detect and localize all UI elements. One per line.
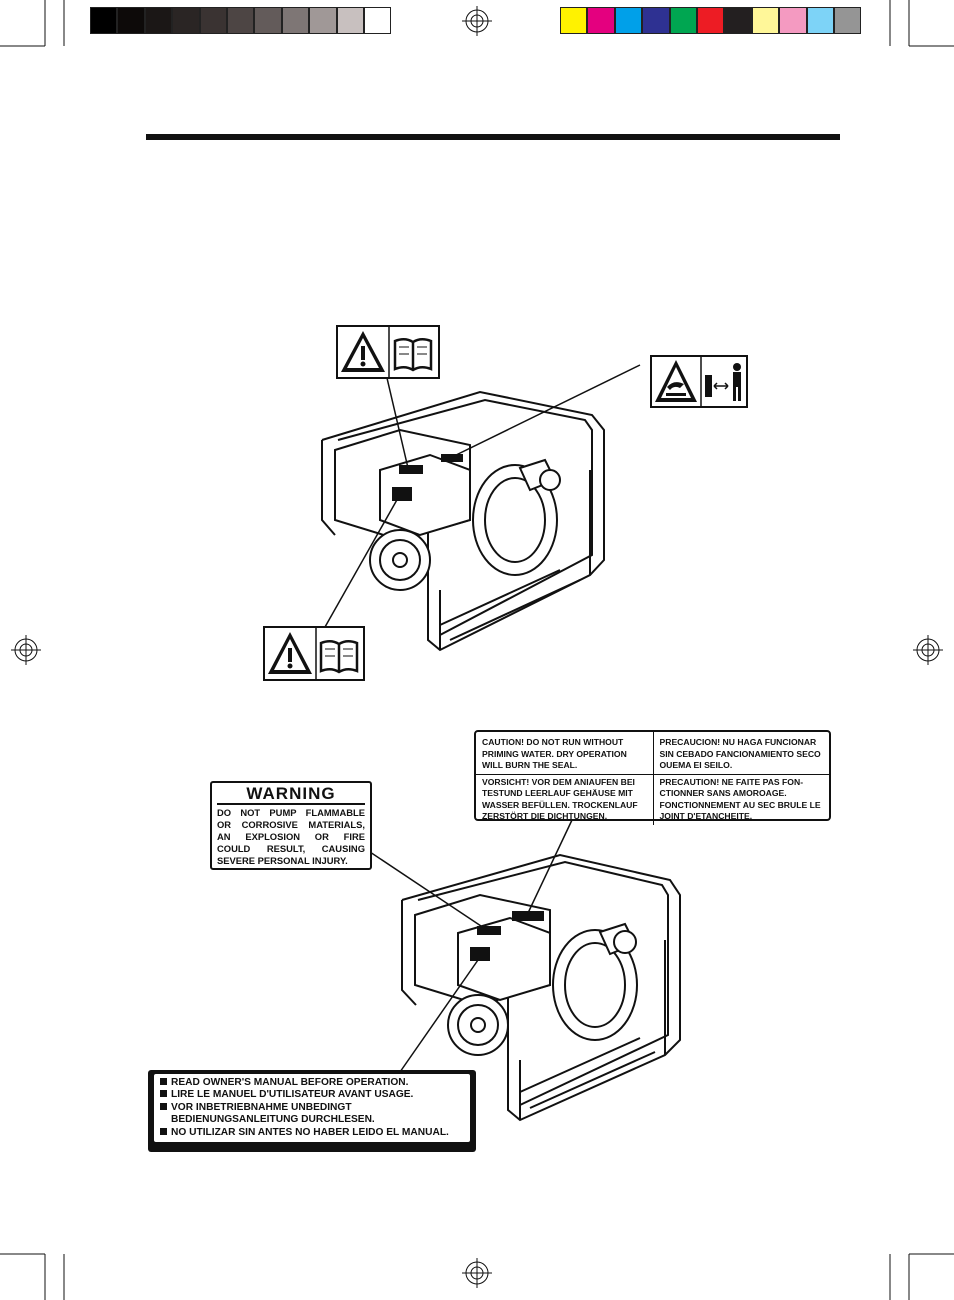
caution-line: WILL BURN THE SEAL. — [482, 760, 578, 770]
water-pump-illustration-upper — [321, 390, 605, 652]
warning-line: AN EXPLOSION OR FIRE — [217, 831, 365, 842]
caution-cell-english: CAUTION! DO NOT RUN WITHOUT PRIMING WATE… — [476, 732, 653, 774]
read-manual-text: READ OWNER'S MANUAL BEFORE OPERATION. LI… — [154, 1074, 470, 1142]
bullet-icon — [160, 1127, 167, 1135]
color-swatch — [614, 7, 643, 34]
color-swatch — [779, 7, 807, 34]
caution-line: OUEMA EI SEILO. — [659, 760, 733, 770]
warning-line: DO NOT PUMP FLAMMABLE — [217, 807, 365, 818]
warning-line: SEVERE PERSONAL INJURY. — [217, 855, 348, 866]
registration-target-bottom — [462, 1258, 492, 1288]
bullet-icon — [160, 1102, 167, 1110]
color-swatch — [560, 7, 588, 34]
manual-text: LIRE LE MANUEL D'UTILISATEUR AVANT USAGE… — [171, 1089, 414, 1101]
caution-cell-spanish: PRECAUCION! NU HAGA FUNCIONAR SIN CEBADO… — [652, 732, 830, 774]
color-swatch — [751, 7, 780, 34]
color-swatch — [806, 7, 834, 34]
caution-line: PRECAUTION! NE FAITE PAS FON- — [659, 776, 804, 787]
caution-line: ZERSTÖRT DIE DICHTUNGEN. — [482, 811, 608, 821]
registration-target-left — [11, 635, 41, 665]
registration-target-right — [913, 635, 943, 665]
manual-line-spanish: NO UTILIZAR SIN ANTES NO HABER LEIDO EL … — [160, 1127, 464, 1139]
manual-line-german-cont: BEDIENUNGSANLEITUNG DURCHLESEN. — [160, 1114, 464, 1126]
gray-swatch — [199, 7, 227, 34]
manual-line-english: READ OWNER'S MANUAL BEFORE OPERATION. — [160, 1077, 464, 1089]
bullet-icon — [160, 1078, 167, 1085]
gray-swatch — [117, 7, 145, 34]
caution-line: TESTUND LEERLAUF GEHÄUSE MIT — [482, 788, 633, 798]
warning-label-flammable: WARNING DO NOT PUMP FLAMMABLE OR CORROSI… — [210, 781, 372, 870]
header-rule — [146, 134, 840, 140]
caution-label-priming: CAUTION! DO NOT RUN WITHOUT PRIMING WATE… — [474, 730, 831, 825]
caution-line: CTIONNER SANS AMOROAGE. — [659, 788, 787, 798]
caution-line: SIN CEBADO FANCIONAMIENTO SECO — [659, 748, 821, 759]
safety-pictogram-label-bottom — [263, 626, 365, 681]
hot-surface-icon — [655, 360, 697, 402]
safety-pictogram-label-right — [650, 355, 748, 408]
gray-swatch — [227, 7, 255, 34]
manual-line-french: LIRE LE MANUEL D'UTILISATEUR AVANT USAGE… — [160, 1089, 464, 1101]
bullet-icon — [160, 1090, 167, 1098]
read-manual-label: READ OWNER'S MANUAL BEFORE OPERATION. LI… — [148, 1070, 476, 1152]
caution-line: PRECAUCION! NU HAGA FUNCIONAR — [659, 737, 817, 747]
caution-line: JOINT D'ETANCHEITE. — [659, 811, 753, 821]
gray-swatch — [309, 7, 337, 34]
pump-diagram-text-labels — [354, 819, 681, 1122]
gray-swatch — [90, 7, 118, 34]
manual-text: VOR INBETRIEBNAHME UNBEDINGT — [171, 1101, 352, 1113]
manual-text: NO UTILIZAR SIN ANTES NO HABER LEIDO EL … — [171, 1126, 449, 1138]
color-swatch — [587, 7, 615, 34]
manual-text: BEDIENUNGSANLEITUNG DURCHLESEN. — [171, 1114, 375, 1126]
gray-swatch — [254, 7, 282, 34]
warning-triangle-icon — [268, 632, 312, 674]
color-swatch — [834, 7, 862, 34]
open-book-icon — [393, 338, 433, 372]
pump-diagram-pictograms — [321, 364, 641, 652]
warning-line: OR CORROSIVE MATERIALS, — [217, 819, 365, 830]
caution-line: FONCTIONNEMENT AU SEC BRULE LE — [659, 799, 821, 810]
manual-line-german: VOR INBETRIEBNAHME UNBEDINGT — [160, 1102, 464, 1114]
caution-cell-french: PRECAUTION! NE FAITE PAS FON- CTIONNER S… — [652, 773, 829, 825]
open-book-icon — [319, 640, 359, 674]
keep-distance-icon — [705, 363, 741, 401]
warning-text: DO NOT PUMP FLAMMABLE OR CORROSIVE MATER… — [217, 807, 365, 867]
caution-line: WASSER BEFÜLLEN. TROCKENLAUF — [482, 799, 638, 810]
warning-heading: WARNING — [217, 785, 365, 805]
warning-triangle-icon — [341, 331, 385, 372]
warning-line: COULD RESULT, CAUSING — [217, 843, 365, 854]
water-pump-illustration-lower — [401, 853, 681, 1122]
gray-swatch — [281, 7, 310, 34]
gray-swatch — [144, 7, 173, 34]
caution-line: VORSICHT! VOR DEM ANIAUFEN BEI — [482, 776, 635, 787]
gray-swatch — [336, 7, 364, 34]
caution-line: PRIMING WATER. DRY OPERATION — [482, 748, 627, 759]
gray-swatch — [172, 7, 200, 34]
color-swatch — [724, 7, 752, 34]
registration-target-top — [462, 6, 492, 36]
color-swatch — [642, 7, 670, 34]
gray-swatch — [364, 7, 392, 34]
color-swatch — [697, 7, 725, 34]
caution-cell-german: VORSICHT! VOR DEM ANIAUFEN BEI TESTUND L… — [476, 773, 653, 825]
color-swatch — [669, 7, 697, 34]
manual-text: READ OWNER'S MANUAL BEFORE OPERATION. — [171, 1077, 409, 1088]
safety-pictogram-label-top — [336, 325, 440, 379]
caution-line: CAUTION! DO NOT RUN WITHOUT — [482, 737, 624, 747]
